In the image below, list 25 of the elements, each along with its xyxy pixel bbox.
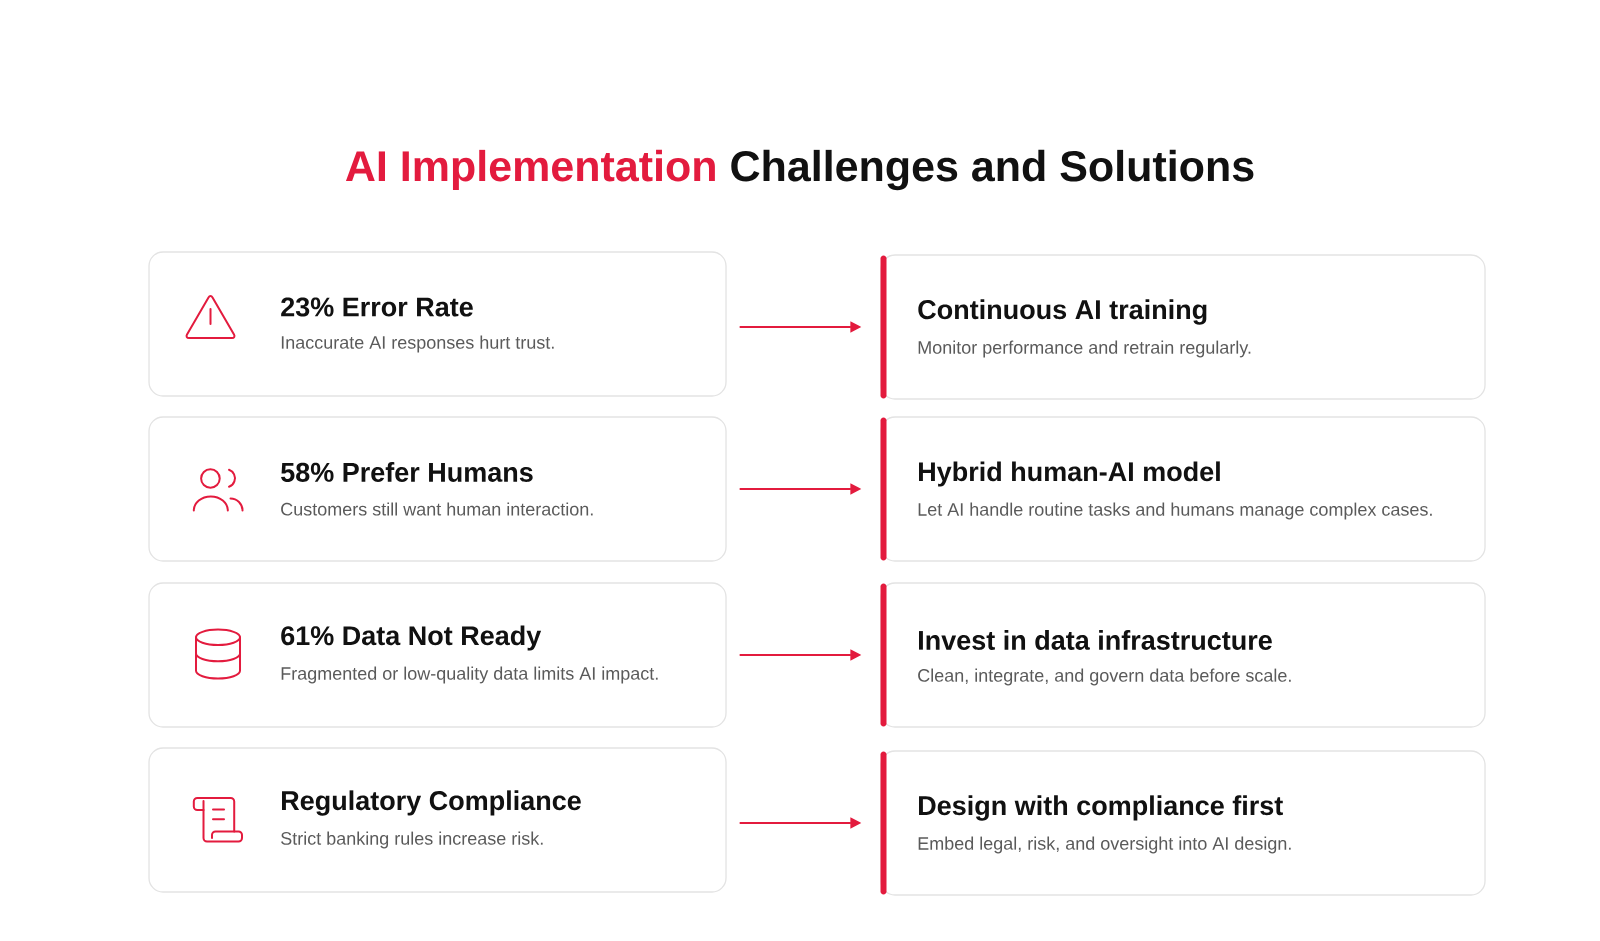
card-heading: Continuous AI training <box>918 299 1207 325</box>
challenge-card <box>148 416 727 562</box>
solution-card <box>880 582 1486 728</box>
card-heading: Design with compliance first <box>919 795 1283 821</box>
challenge-card <box>148 747 727 893</box>
card-heading: Hybrid human-AI model <box>919 461 1220 487</box>
challenge-card <box>148 251 727 397</box>
card-description: Strict banking rules increase risk. <box>281 831 543 849</box>
card-heading: 61% Data Not Ready <box>281 625 542 651</box>
card-description: Monitor performance and retrain regularly. <box>918 340 1251 358</box>
card-description: Let AI handle routine tasks and humans manage complex cases. <box>918 502 1432 520</box>
card-heading: 23% Error Rate <box>281 297 473 317</box>
card-description: Clean, integrate, and govern data before scale. <box>918 668 1291 686</box>
card-heading: 58% Prefer Humans <box>281 462 533 482</box>
card-description: Embed legal, risk, and oversight into AI design. <box>918 836 1291 854</box>
card-description: Fragmented or low-quality data limits AI impact. <box>281 666 658 684</box>
challenge-card <box>148 582 727 728</box>
card-heading: Invest in data infrastructure <box>919 630 1272 650</box>
solution-card <box>880 416 1486 562</box>
card-description: Customers still want human interaction. <box>281 502 593 516</box>
title: AI Implementation Challenges and Solutions <box>345 149 1254 191</box>
solution-card <box>880 750 1486 896</box>
card-heading: Regulatory Compliance <box>282 790 581 816</box>
solution-card <box>880 254 1486 400</box>
card-description: Inaccurate AI responses hurt trust. <box>281 335 554 353</box>
